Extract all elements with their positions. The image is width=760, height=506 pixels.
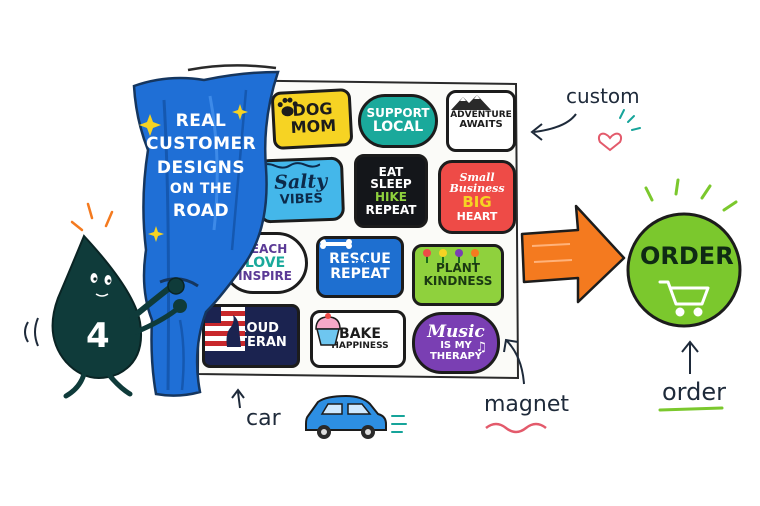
custom-arrow [533, 113, 577, 133]
rescue-love-line: LOVE [349, 258, 371, 267]
sticker-adventure-awaits: ADVENTURE AWAITS [446, 90, 516, 152]
adventure-line2: AWAITS [459, 119, 503, 131]
therapy-line: THERAPY [429, 350, 483, 362]
mascot-number: 4 [86, 316, 110, 356]
sticker-proud-veteran: PROUD VETERAN [202, 304, 300, 368]
rescue-line: RESCUE [329, 251, 391, 268]
curtain-line-5: ROAD [172, 200, 230, 221]
love-line: LOVE [244, 254, 286, 271]
bake-line: BAKE [339, 325, 381, 342]
cupcake-icon [315, 313, 341, 346]
inspire-line: INSPIRE [238, 269, 292, 284]
eat-line: EAT [378, 164, 404, 179]
sticker-rescue-love-repeat: RESCUE LOVE REPEAT [316, 236, 404, 298]
small-line: Small [459, 170, 495, 184]
plant-line: PLANT [436, 261, 480, 276]
sticker-plant-kindness: PLANT KINDNESS [412, 244, 504, 306]
sticker-eat-sleep-hike: EAT SLEEP HIKE REPEAT [354, 154, 428, 228]
burst-lines [644, 178, 738, 212]
curtain-line-2: CUSTOMER [146, 134, 257, 155]
sticker-teach-love-inspire: TEACH LOVE INSPIRE [222, 232, 308, 294]
sticker-salty-vibes: Salty VIBES [256, 156, 346, 224]
sticker-small-business: Small Business BIG HEART [438, 160, 516, 234]
big-arrow [520, 204, 626, 304]
music-line: Music [427, 321, 485, 342]
spark-lines [70, 202, 114, 232]
heart-icon [598, 132, 622, 152]
order-label: ORDER [640, 242, 734, 270]
support-local-line2: LOCAL [372, 118, 424, 135]
sticker-music-therapy: Music IS MY THERAPY ♫ [412, 312, 500, 374]
heart-line: HEART [456, 209, 498, 223]
curtain-line-1: REAL [175, 111, 227, 131]
annotation-custom: custom [566, 84, 640, 108]
support-local-line1: SUPPORT [366, 106, 430, 121]
mountain-icon [451, 95, 491, 110]
flower-icon [423, 249, 479, 263]
annotation-magnet: magnet [484, 392, 569, 417]
curtain-line-4: ON THE [169, 181, 233, 198]
big-line: BIG [462, 192, 492, 211]
happiness-line: HAPPINESS [331, 340, 389, 351]
teach-line: TEACH [242, 242, 288, 257]
sticker-dog-mom: DOG MOM [270, 87, 354, 151]
sticker-bake-happiness: BAKE HAPPINESS [310, 310, 406, 368]
hike-line: HIKE [374, 190, 407, 204]
salty-line2: VIBES [279, 191, 324, 208]
adventure-line1: ADVENTURE [450, 110, 512, 121]
curtain-line-3: DESIGNS [156, 157, 246, 178]
curtain-caption: REAL CUSTOMER DESIGNS ON THE ROAD [146, 110, 256, 223]
annotation-order: order [662, 378, 726, 406]
flag-icon [205, 307, 245, 351]
music-note-icon: ♫ [475, 340, 487, 355]
repeat-line: REPEAT [365, 202, 417, 217]
magnet-arrow [505, 339, 525, 385]
bone-icon [320, 239, 352, 249]
business-line: Business [449, 182, 505, 196]
dog-mom-line2: MOM [290, 115, 337, 138]
is-my-line: IS MY [440, 340, 472, 352]
sticker-support-local: SUPPORT LOCAL [358, 94, 438, 148]
paw-print-icon [277, 97, 298, 117]
car-icon [305, 394, 407, 439]
sleep-line: SLEEP [370, 177, 412, 192]
rescue-repeat-line: REPEAT [330, 266, 390, 283]
annotation-car: car [246, 406, 281, 431]
car-arrow [237, 391, 241, 409]
kindness-line: KINDNESS [423, 274, 493, 288]
